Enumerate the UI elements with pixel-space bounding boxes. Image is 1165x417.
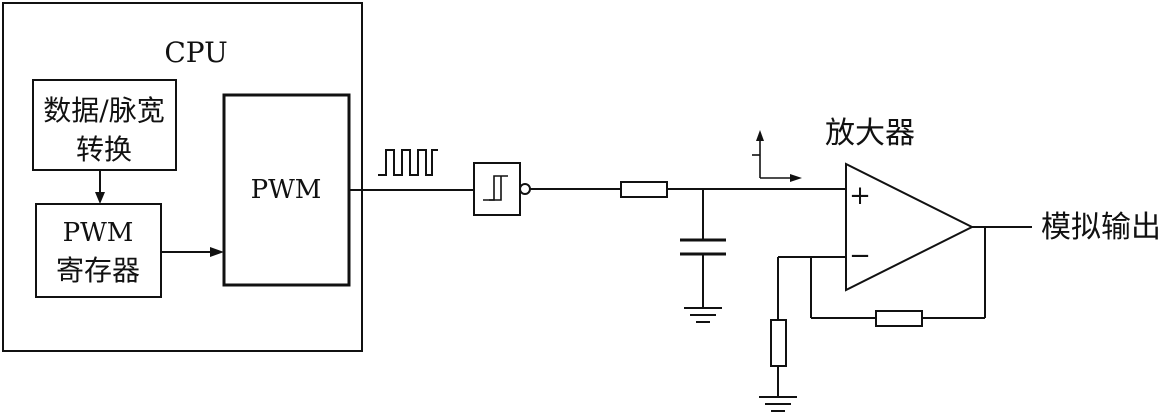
register-to-pwm-arrowhead bbox=[210, 247, 224, 257]
ground-icon-gain bbox=[759, 396, 797, 412]
converter-to-register-arrowhead bbox=[95, 192, 105, 204]
pwm-register-label-line1: PWM bbox=[63, 218, 134, 248]
cpu-label: CPU bbox=[164, 36, 227, 69]
inverter-bubble bbox=[519, 183, 531, 195]
schmitt-buffer bbox=[473, 162, 521, 216]
pwm-register-block bbox=[35, 203, 162, 298]
step-signal-icon bbox=[752, 130, 802, 182]
amplifier-label: 放大器 bbox=[825, 116, 915, 151]
cpu-boundary bbox=[2, 2, 363, 352]
gain-resistor bbox=[770, 319, 787, 367]
op-amp-triangle bbox=[845, 162, 975, 292]
converter-block bbox=[32, 79, 177, 171]
converter-label-line2: 转换 bbox=[76, 133, 132, 166]
filter-resistor bbox=[620, 181, 668, 198]
inverting-input-label: − bbox=[849, 241, 871, 271]
schmitt-trigger-icon-inner bbox=[489, 176, 502, 201]
pulse-waveform-icon bbox=[378, 149, 438, 176]
converter-label-line1: 数据/脉宽 bbox=[43, 94, 164, 127]
ground-icon-capacitor bbox=[684, 307, 722, 323]
pwm-label: PWM bbox=[251, 175, 322, 205]
pwm-register-label-line2: 寄存器 bbox=[56, 254, 140, 287]
analog-output-label: 模拟输出 bbox=[1041, 210, 1161, 245]
feedback-resistor bbox=[875, 310, 923, 327]
schmitt-trigger-icon bbox=[483, 175, 508, 201]
non-inverting-input-label: + bbox=[849, 181, 871, 211]
